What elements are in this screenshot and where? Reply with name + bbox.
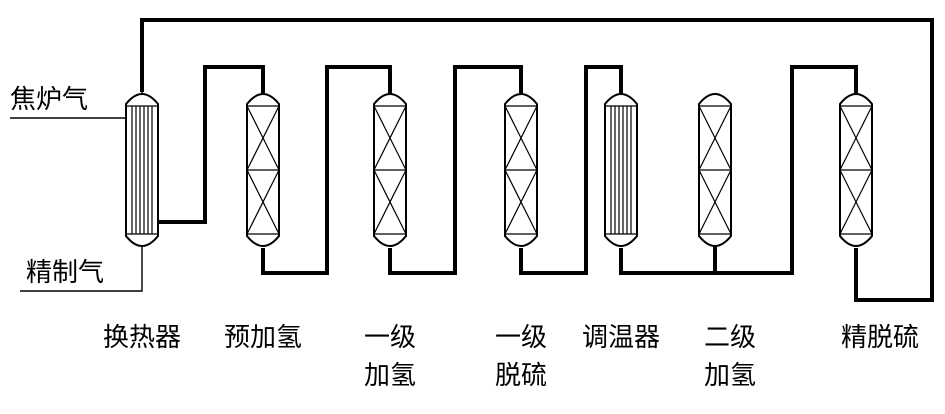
recycle-pipe <box>140 18 934 302</box>
unit-labels: 换热器 预加氢 一级 加氢 一级 脱硫 调温器 二级 加氢 精脱硫 <box>103 323 919 391</box>
outlet-pointer <box>20 246 143 292</box>
unit-label-fine-desulfurization: 精脱硫 <box>841 323 919 353</box>
prehydrogenation-reactor <box>246 93 280 247</box>
pipe-desulf1-to-regulator <box>519 65 623 275</box>
pipe-prehydro-to-hydro1 <box>261 65 392 275</box>
unit-label-hydro2-line1: 二级 <box>704 323 756 353</box>
unit-label-desulf1-line1: 一级 <box>495 323 547 353</box>
unit-label-prehydrogenation: 预加氢 <box>224 323 302 353</box>
stage1-hydrogenation-reactor <box>373 93 407 247</box>
unit-label-regulator: 调温器 <box>582 323 660 353</box>
pipe-exchanger-to-prehydro <box>158 65 265 224</box>
unit-label-hydro1-line2: 加氢 <box>364 361 416 391</box>
pipe-hydro2-to-finedesulf <box>713 65 858 275</box>
temperature-regulator <box>604 93 638 247</box>
fine-desulfurization-reactor <box>839 93 873 247</box>
heat-exchanger <box>125 93 159 247</box>
outlet-label: 精制气 <box>26 258 104 288</box>
inlet-label: 焦炉气 <box>10 85 88 115</box>
pipe-hydro1-to-desulf1 <box>388 65 523 275</box>
stage2-hydrogenation-reactor <box>698 93 732 247</box>
unit-label-desulf1-line2: 脱硫 <box>495 361 547 391</box>
piping <box>140 18 934 302</box>
unit-label-exchanger: 换热器 <box>103 323 181 353</box>
unit-label-hydro1-line1: 一级 <box>364 323 416 353</box>
unit-label-hydro2-line2: 加氢 <box>704 361 756 391</box>
stage1-desulfurization-reactor <box>504 93 538 247</box>
